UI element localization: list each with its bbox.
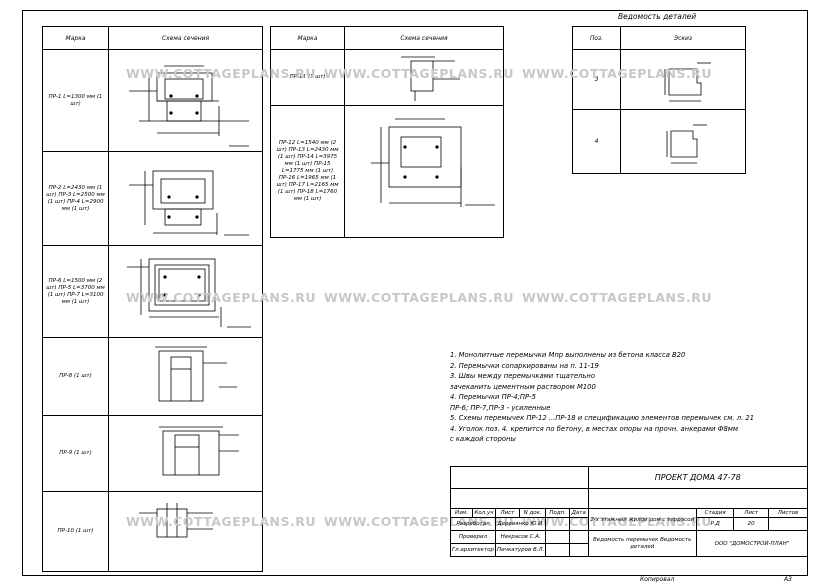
- stamp-col: Подп.: [545, 508, 570, 518]
- format-label: А3: [784, 576, 792, 583]
- person-name: Деревянко Ю.И.: [494, 517, 547, 531]
- table2-row-mark: ПР-12 L=1540 мм (2 шт) ПР-13 L=2430 мм (…: [270, 105, 345, 238]
- section-sketch: [108, 415, 263, 492]
- stamp-col: Лист: [494, 508, 521, 518]
- parts-table-title: Ведомость деталей: [618, 12, 697, 21]
- stamp-col: Изм.: [450, 508, 473, 518]
- part-sketch: [620, 109, 746, 174]
- note-line: 3. Швы между перемычками тщательно: [450, 372, 595, 380]
- note-line: 4. Уголок поз. 4. крепится по бетону, в …: [450, 424, 739, 433]
- section-sketch: [108, 49, 263, 152]
- table3-row-pos: 4: [572, 109, 621, 174]
- table1-header-sketch: Схема сечения: [108, 26, 263, 50]
- table1-row-mark: ПР-2 L=2430 мм (1 шт) ПР-3 L=2500 мм (1 …: [41, 151, 110, 246]
- note-line: 2. Перемычки сопаркированы на п. 11-19: [450, 361, 599, 370]
- stamp-col: Дата: [568, 508, 589, 518]
- part-sketch: [620, 49, 746, 110]
- section-sketch: [344, 105, 504, 238]
- sheets-label: Листов: [767, 508, 809, 518]
- watermark: WWW.COTTAGEPLANS.RU: [324, 66, 515, 81]
- table1-row-mark: ПР-9 (1 шт): [41, 415, 110, 492]
- role: Проверил: [450, 530, 496, 544]
- note-line: 5. Схемы перемычек ПР-12 ...ПР-18 и спец…: [450, 414, 755, 422]
- stage-value: Р.Д: [695, 517, 735, 531]
- sheet-title: Ведомость перемычек Ведомость деталей: [587, 530, 697, 557]
- section-sketch: [108, 337, 263, 416]
- watermark: WWW.COTTAGEPLANS.RU: [126, 514, 317, 529]
- lintel-table-2: Марка Схема сечения ПР-11 (1 шт) ПР-12 L…: [270, 26, 504, 238]
- drawing-frame: [22, 10, 808, 576]
- company-name: ООО "ДОМОСТРОЙ-ПЛАН": [695, 530, 809, 557]
- table1-header-mark: Марка: [41, 26, 110, 50]
- stamp-col: Кол.уч: [471, 508, 497, 518]
- section-sketch: [108, 151, 263, 246]
- stamp-description: 2-х этажный жилой дом с террасой: [587, 508, 697, 531]
- role: Разработал: [450, 517, 496, 531]
- role: Гл.архитектор: [450, 543, 496, 557]
- stamp-col: N док.: [519, 508, 547, 518]
- table2-header-mark: Марка: [270, 26, 345, 50]
- title-block: ПРОЕКТ ДОМА 47-78 Изм. Кол.уч Лист N док…: [450, 466, 809, 577]
- note-line: 4. Перемычки ПР-4;ПР-5: [450, 393, 536, 401]
- lintel-table-1: Марка Схема сечения ПР-1 L=1300 мм (1 шт…: [41, 26, 263, 572]
- watermark: WWW.COTTAGEPLANS.RU: [126, 66, 317, 81]
- section-sketch: [344, 49, 504, 106]
- copied-label: Копировал: [640, 576, 675, 583]
- sheet-label: Лист: [733, 508, 769, 518]
- note-line: зачеканить цементным раствором М100: [450, 382, 596, 391]
- project-title: ПРОЕКТ ДОМА 47-78: [587, 466, 808, 489]
- table1-row-mark: ПР-10 (1 шт): [41, 491, 110, 572]
- note-line: с каждой стороны: [450, 435, 516, 443]
- general-notes: 1. Монолитные перемычки Мпр выполнены из…: [450, 350, 810, 445]
- stage-label: Стадия: [695, 508, 735, 518]
- watermark: WWW.COTTAGEPLANS.RU: [324, 290, 515, 305]
- section-sketch: [108, 245, 263, 338]
- watermark: WWW.COTTAGEPLANS.RU: [126, 290, 317, 305]
- note-line: 1. Монолитные перемычки Мпр выполнены из…: [450, 351, 686, 359]
- table1-row-mark: ПР-8 (1 шт): [41, 337, 110, 416]
- table2-row-mark: ПР-11 (1 шт): [270, 49, 345, 106]
- person-name: Пичкатуров В.Л.: [494, 543, 547, 557]
- table1-row-mark: ПР-6 L=1500 мм (2 шт) ПР-5 L=3700 мм (1 …: [41, 245, 110, 338]
- sheet-number: 20: [733, 517, 769, 531]
- watermark: WWW.COTTAGEPLANS.RU: [522, 290, 713, 305]
- person-name: Некрасов С.А.: [494, 530, 547, 544]
- table1-row-mark: ПР-1 L=1300 мм (1 шт): [41, 49, 110, 152]
- parts-table: Поз. Эскиз 3 4: [572, 26, 746, 174]
- watermark: WWW.COTTAGEPLANS.RU: [522, 66, 713, 81]
- table3-header-sketch: Эскиз: [620, 26, 746, 50]
- note-line: ПР-6; ПР-7,ПР-3 - усиленные: [450, 403, 551, 412]
- table3-header-pos: Поз.: [572, 26, 621, 50]
- table2-header-sketch: Схема сечения: [344, 26, 504, 50]
- section-sketch: [108, 491, 263, 572]
